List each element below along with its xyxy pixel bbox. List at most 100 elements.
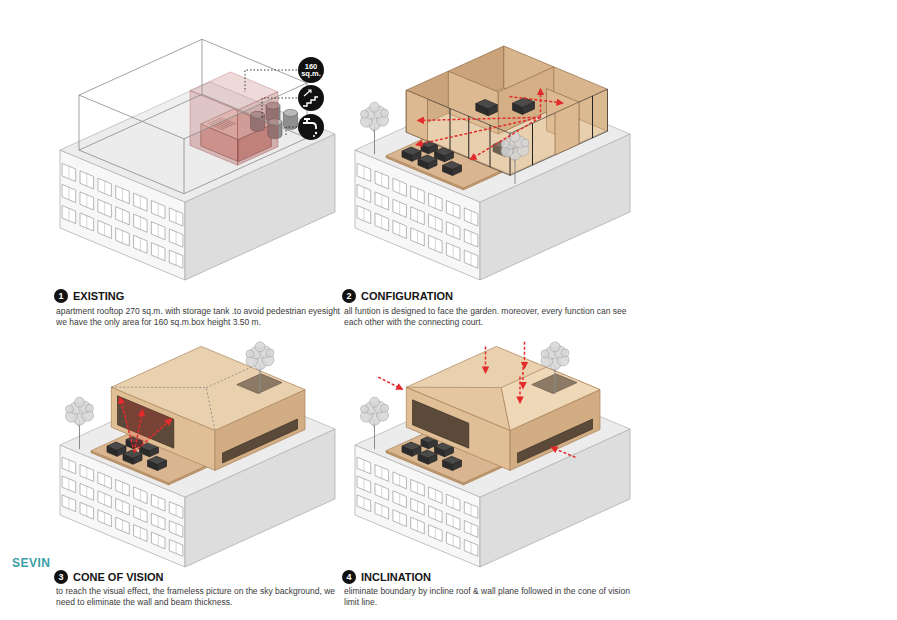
- window-mullion: [399, 513, 400, 524]
- step-description: all funtion is designed to face the gard…: [344, 306, 634, 328]
- window-mullion: [363, 498, 364, 509]
- glass-strip: [518, 419, 593, 463]
- window-mullion: [86, 174, 87, 186]
- courtyard-void: [237, 374, 282, 394]
- frameless-opening: [413, 400, 469, 448]
- panel-cone-of-vision: [60, 342, 335, 567]
- window-mullion: [471, 542, 472, 553]
- node-text: 3: [58, 573, 63, 582]
- window-mullion: [363, 208, 364, 220]
- window-mullion: [158, 516, 159, 527]
- step-number: 4: [342, 570, 356, 584]
- window-mullion: [140, 509, 141, 520]
- window: [393, 472, 407, 489]
- window-mullion: [68, 187, 69, 199]
- window: [464, 250, 478, 268]
- window-mullion: [399, 223, 400, 235]
- faucet-icon: [298, 114, 324, 140]
- glass-strip: [223, 419, 298, 463]
- window: [98, 491, 112, 508]
- window: [62, 163, 76, 181]
- tree-crown: [266, 349, 274, 357]
- window-mullion: [140, 217, 141, 229]
- window: [116, 207, 130, 225]
- window: [151, 494, 165, 511]
- window: [98, 220, 112, 238]
- window: [375, 465, 389, 482]
- tree-crown: [255, 342, 265, 352]
- window-mullion: [363, 460, 364, 471]
- step-heading: INCLINATION: [361, 570, 431, 584]
- watermark: SEVIN: [12, 556, 51, 570]
- incline-arrow: [519, 376, 521, 402]
- node-text: 2: [346, 292, 351, 301]
- window-mullion: [158, 535, 159, 546]
- stair-icon-steps: [303, 97, 318, 106]
- window: [429, 193, 443, 211]
- window: [393, 510, 407, 527]
- window: [62, 476, 76, 493]
- window: [151, 201, 165, 219]
- window-mullion: [68, 460, 69, 471]
- faucet-icon-drop: [313, 135, 315, 137]
- window-mullion: [68, 479, 69, 490]
- allowed-volume-edge: [79, 95, 80, 150]
- allowed-volume-edge: [79, 150, 184, 194]
- window-mullion: [363, 166, 364, 178]
- window: [134, 525, 148, 542]
- window-mullion: [399, 475, 400, 486]
- window: [446, 532, 460, 549]
- glass-mullion: [450, 108, 451, 150]
- window-mullion: [104, 223, 105, 235]
- window-mullion: [122, 231, 123, 243]
- window-mullion: [399, 181, 400, 193]
- window: [134, 506, 148, 523]
- tree-crown: [381, 404, 389, 412]
- window: [464, 540, 478, 557]
- window: [357, 206, 371, 224]
- window-mullion: [435, 509, 436, 520]
- window: [411, 517, 425, 534]
- window: [116, 228, 130, 246]
- window-mullion: [122, 482, 123, 493]
- window: [429, 525, 443, 542]
- window: [62, 184, 76, 202]
- window-mullion: [471, 253, 472, 265]
- window-mullion: [417, 501, 418, 512]
- window-mullion: [176, 232, 177, 244]
- allowed-volume-edge: [184, 139, 185, 194]
- window-mullion: [435, 490, 436, 501]
- tree-crown: [75, 397, 85, 407]
- window: [169, 540, 183, 557]
- window: [446, 222, 460, 240]
- step-number: 1: [54, 289, 68, 303]
- solid-panel: [555, 102, 579, 155]
- window-mullion: [122, 188, 123, 200]
- window: [80, 465, 94, 482]
- view-arrow: [510, 97, 563, 103]
- tree-crown: [370, 397, 380, 407]
- window: [411, 479, 425, 496]
- step-description: to reach the visual effect, the frameles…: [56, 586, 346, 608]
- window: [446, 494, 460, 511]
- glass-wall: [510, 89, 608, 175]
- view-arrow: [417, 117, 541, 144]
- node-text: 160 sq.m.: [300, 63, 322, 78]
- window: [134, 193, 148, 211]
- window-mullion: [435, 196, 436, 208]
- window: [357, 457, 371, 474]
- window: [375, 171, 389, 189]
- panel-inclination: [355, 342, 630, 567]
- window-mullion: [158, 203, 159, 215]
- window: [151, 513, 165, 530]
- window-mullion: [86, 505, 87, 516]
- window-mullion: [417, 482, 418, 493]
- window: [116, 479, 130, 496]
- step-description: apartment rooftop 270 sq.m. with storage…: [56, 306, 346, 328]
- tree-crown: [370, 102, 380, 112]
- window: [80, 502, 94, 519]
- window-mullion: [471, 523, 472, 534]
- window-mullion: [417, 520, 418, 531]
- window: [375, 192, 389, 210]
